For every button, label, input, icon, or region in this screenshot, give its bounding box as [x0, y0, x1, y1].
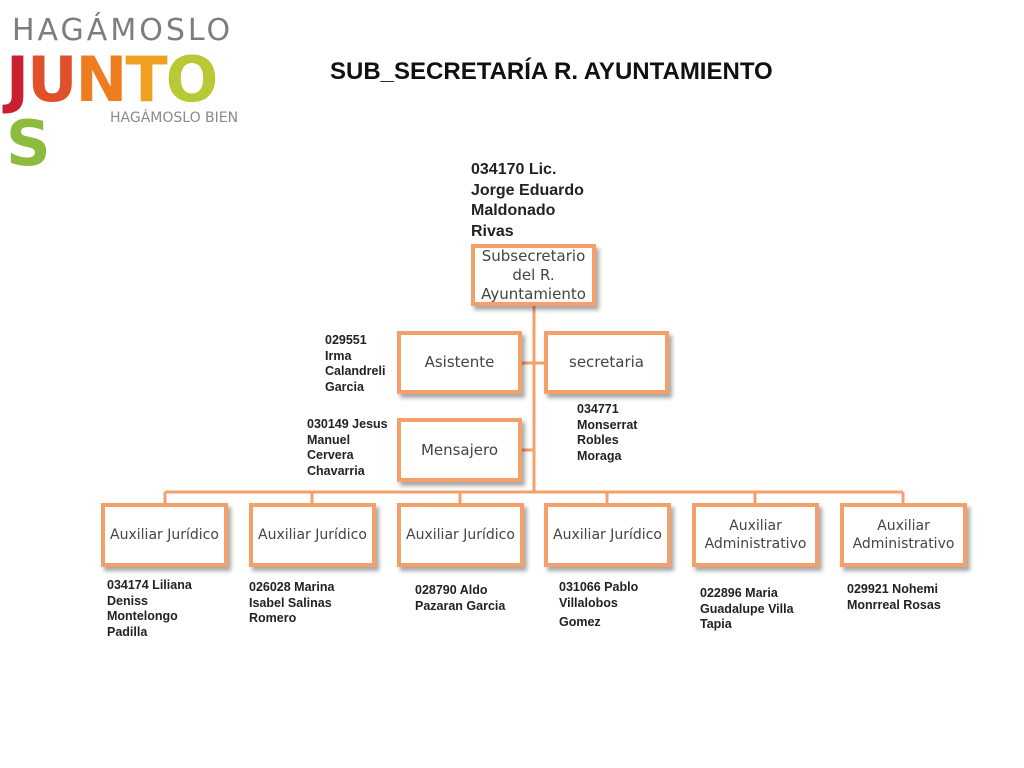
name-line: 029921 Nohemi: [847, 582, 939, 596]
auxiliar-juridico-box: Auxiliar Jurídico: [101, 503, 228, 567]
name-line: Calandreli: [325, 364, 386, 378]
auxiliar-administrativo-box: Auxiliar Administrativo: [692, 503, 819, 567]
logo-letter: N: [75, 43, 127, 116]
auxiliar-name: 031066 Pablo Villalobos Gomez: [559, 580, 638, 631]
name-line: Manuel: [307, 432, 351, 447]
name-line: 031066 Pablo: [559, 580, 639, 594]
name-line: Villalobos: [559, 595, 618, 610]
name-line: 029551: [325, 333, 367, 347]
name-line: Garcia: [325, 379, 364, 394]
logo: HAGÁMOSLO JUNTOS HAGÁMOSLO BIEN: [6, 13, 256, 176]
name-line: Monrreal Rosas: [847, 597, 941, 612]
logo-letter: U: [27, 43, 77, 116]
name-line: Chavarria: [307, 463, 365, 478]
secretaria-box: secretaria: [544, 331, 669, 394]
auxiliar-name: 029921 Nohemi Monrreal Rosas: [847, 582, 941, 613]
name-line: 022896 Maria: [700, 586, 778, 600]
name-line: Montelongo: [107, 609, 178, 623]
name-line: 030149 Jesus: [307, 417, 388, 431]
auxiliar-juridico-box: Auxiliar Jurídico: [249, 503, 376, 567]
name-line: Romero: [249, 611, 297, 625]
name-line: 026028 Marina: [249, 580, 335, 594]
asistente-box: Asistente: [397, 331, 522, 394]
auxiliar-administrativo-box: Auxiliar Administrativo: [840, 503, 967, 567]
name-line: 028790 Aldo: [415, 583, 488, 597]
name-line: Jorge Eduardo: [471, 181, 584, 199]
auxiliar-name: 026028 Marina Isabel Salinas Romero: [249, 580, 334, 627]
logo-bottom-text: HAGÁMOSLO BIEN: [110, 110, 239, 126]
name-line: Cervera: [307, 448, 354, 462]
name-line: Tapia: [700, 617, 732, 631]
name-line: Irma: [325, 348, 352, 363]
page-title: SUB_SECRETARÍA R. AYUNTAMIENTO: [330, 58, 773, 85]
name-line: Isabel Salinas: [249, 595, 332, 610]
logo-letter: T: [125, 43, 167, 116]
asistente-name: 029551 Irma Calandreli Garcia: [325, 333, 385, 395]
name-line: Maldonado: [471, 202, 556, 219]
auxiliar-juridico-box: Auxiliar Jurídico: [544, 503, 671, 567]
name-line: Deniss: [107, 593, 148, 608]
name-line: Rivas: [471, 222, 514, 240]
head-name: 034170 Lic. Jorge Eduardo Maldonado Riva…: [471, 160, 584, 242]
name-line: Gomez: [559, 615, 601, 629]
name-line: Guadalupe Villa: [700, 601, 794, 616]
auxiliar-name: 022896 Maria Guadalupe Villa Tapia: [700, 586, 794, 633]
secretaria-name: 034771 Monserrat Robles Moraga: [577, 402, 637, 464]
name-line: 034771: [577, 402, 619, 416]
name-line: Padilla: [107, 624, 148, 639]
name-line: Robles: [577, 433, 619, 447]
auxiliar-name: 034174 Liliana Deniss Montelongo Padilla: [107, 578, 192, 640]
mensajero-box: Mensajero: [397, 418, 522, 482]
name-line: Pazaran Garcia: [415, 598, 506, 613]
mensajero-name: 030149 Jesus Manuel Cervera Chavarria: [307, 417, 388, 479]
name-line: 034170 Lic.: [471, 161, 557, 178]
logo-top-text: HAGÁMOSLO: [12, 13, 234, 48]
auxiliar-name: 028790 Aldo Pazaran Garcia: [415, 583, 505, 614]
logo-letter: J: [6, 43, 29, 116]
logo-letter: S: [6, 107, 51, 180]
subsecretario-box: Subsecretario del R. Ayuntamiento: [471, 244, 596, 306]
name-line: 034174 Liliana: [107, 578, 192, 592]
logo-letter: O: [165, 43, 219, 116]
name-line: Moraga: [577, 448, 622, 463]
name-line: Monserrat: [577, 417, 638, 432]
auxiliar-juridico-box: Auxiliar Jurídico: [397, 503, 524, 567]
logo-main-text: JUNTOS: [6, 48, 256, 176]
